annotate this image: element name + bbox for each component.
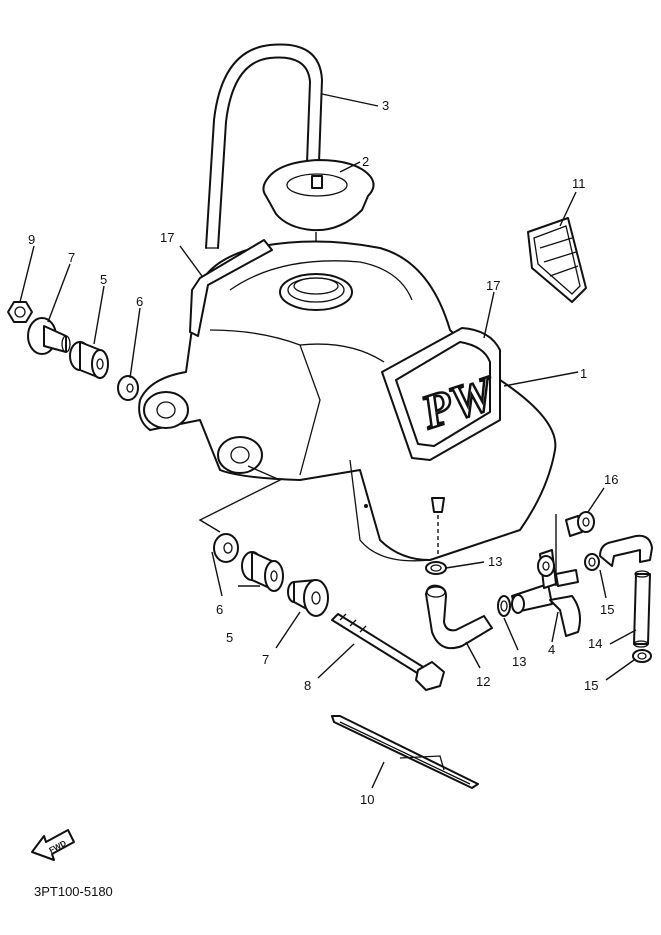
washer-rear[interactable]	[117, 375, 139, 401]
collar-rear[interactable]	[27, 317, 71, 355]
callout-13-upper[interactable]: 13	[488, 554, 502, 569]
callout-7-rear[interactable]: 7	[68, 250, 75, 265]
collar-front[interactable]	[287, 579, 329, 617]
callout-9[interactable]: 9	[28, 232, 35, 247]
screw[interactable]	[555, 511, 595, 586]
pipe[interactable]	[599, 534, 653, 648]
clip-upper-right[interactable]	[584, 553, 600, 571]
callout-13-lower[interactable]: 13	[512, 654, 526, 669]
fuel-pipe[interactable]	[425, 584, 493, 650]
callout-4[interactable]: 4	[548, 642, 555, 657]
damper-rear[interactable]	[69, 341, 109, 379]
callout-5-front[interactable]: 5	[226, 630, 233, 645]
callout-10[interactable]: 10	[360, 792, 374, 807]
washer-front[interactable]	[213, 533, 239, 563]
fuel-cock[interactable]	[511, 549, 581, 637]
callout-1[interactable]: 1	[580, 366, 587, 381]
fuel-filter	[431, 497, 445, 513]
callout-15-upper[interactable]: 15	[600, 602, 614, 617]
bolt[interactable]	[331, 613, 445, 691]
callout-17-left[interactable]: 17	[160, 230, 174, 245]
clip-lower[interactable]	[497, 595, 511, 617]
callout-6-rear[interactable]: 6	[136, 294, 143, 309]
fwd-arrow-icon: FWD	[31, 829, 75, 861]
callout-leaders	[19, 93, 637, 789]
callout-8[interactable]: 8	[304, 678, 311, 693]
callout-2[interactable]: 2	[362, 154, 369, 169]
graphic-left[interactable]	[189, 239, 273, 337]
callout-labels: 1 2 3 4 5 5 6 6 7 7 8 9 10 11 12 13 13 1…	[28, 98, 618, 807]
callout-3[interactable]: 3	[382, 98, 389, 113]
diagram-code: 3PT100-5180	[34, 884, 113, 899]
callout-15-lower[interactable]: 15	[584, 678, 598, 693]
callout-14[interactable]: 14	[588, 636, 602, 651]
callout-11[interactable]: 11	[572, 176, 586, 191]
clip-lower-right[interactable]	[632, 649, 652, 663]
callout-16[interactable]: 16	[604, 472, 618, 487]
damper-front[interactable]	[241, 551, 284, 592]
clip-upper[interactable]	[425, 561, 447, 575]
callout-5-rear[interactable]: 5	[100, 272, 107, 287]
nut[interactable]	[7, 301, 33, 323]
callout-6-front[interactable]: 6	[216, 602, 223, 617]
callout-7-front[interactable]: 7	[262, 652, 269, 667]
plate[interactable]	[331, 715, 479, 789]
emblem-plate[interactable]	[527, 217, 587, 303]
callout-17-right[interactable]: 17	[486, 278, 500, 293]
fuel-tank[interactable]	[138, 240, 557, 562]
callout-12[interactable]: 12	[476, 674, 490, 689]
